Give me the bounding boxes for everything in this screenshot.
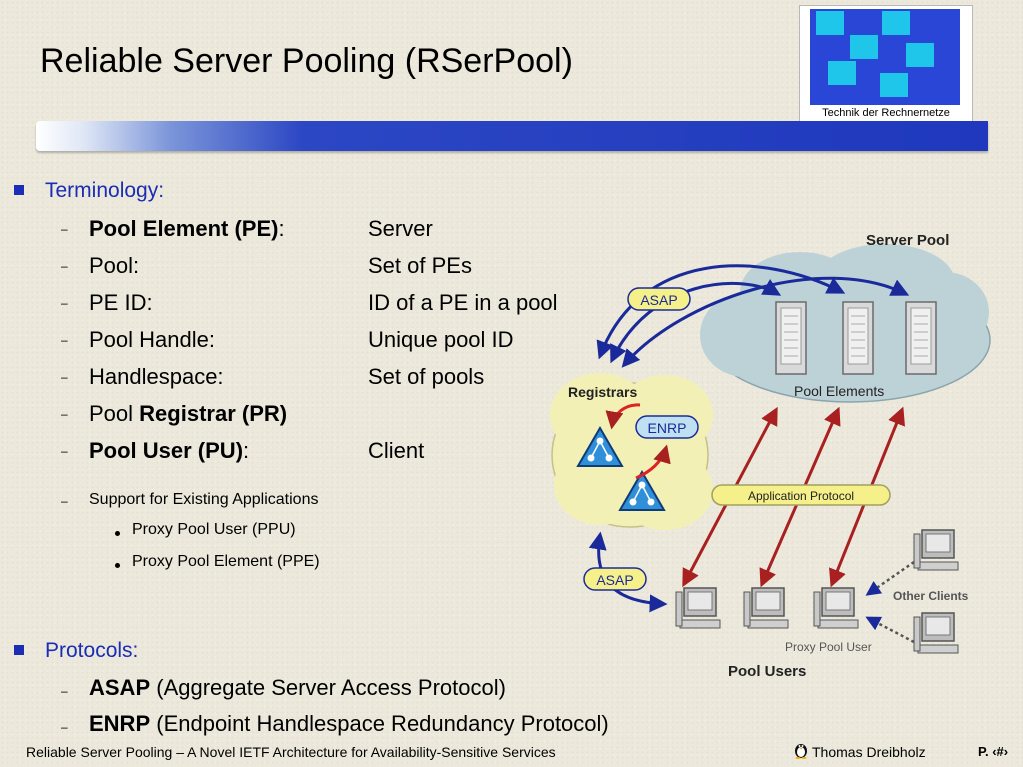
computer-icon: [743, 587, 789, 629]
server-icon: [905, 301, 937, 375]
dash-icon: –: [61, 222, 68, 236]
footer-author: Thomas Dreibholz: [812, 744, 926, 760]
logo-tile: [882, 11, 910, 35]
terminology-heading: Terminology:: [45, 179, 165, 202]
dash-icon: –: [61, 259, 68, 273]
term-label: Pool Registrar (PR): [89, 401, 288, 426]
asap-bottom-badge: ASAP: [583, 567, 647, 591]
computer-icon: [913, 612, 959, 654]
term-definition: Server: [368, 216, 433, 241]
term-definition: Set of PEs: [368, 253, 472, 278]
logo-tiles: [810, 9, 960, 105]
term-label: PE ID:: [89, 290, 153, 315]
term-definition: ID of a PE in a pool: [368, 290, 558, 315]
term-label: Pool Element (PE):: [89, 216, 285, 241]
computer-icon: [913, 529, 959, 571]
enrp-label: ENRP: [648, 420, 687, 436]
server-icon: [775, 301, 807, 375]
registrars-label: Registrars: [568, 384, 637, 400]
term-label: Handlespace:: [89, 364, 224, 389]
logo-tile: [906, 43, 934, 67]
title-bar: [36, 121, 988, 151]
server-icon: [842, 301, 874, 375]
footer-title: Reliable Server Pooling – A Novel IETF A…: [26, 744, 556, 760]
support-item: Proxy Pool User (PPU): [132, 521, 296, 538]
computer-icon: [813, 587, 859, 629]
computer-icon: [675, 587, 721, 629]
pool-users-label: Pool Users: [728, 663, 806, 680]
asap-top-label: ASAP: [640, 292, 677, 308]
dash-icon: –: [61, 720, 68, 734]
logo-tile: [880, 73, 908, 97]
term-label: Pool:: [89, 253, 140, 278]
asap-top-badge: ASAP: [627, 287, 691, 311]
protocol-item: ASAP (Aggregate Server Access Protocol): [89, 675, 506, 700]
page-number: P. ‹#›: [978, 744, 1009, 759]
application-protocol-badge: Application Protocol: [711, 484, 891, 506]
term-definition: Client: [368, 438, 425, 463]
dash-icon: –: [61, 370, 68, 384]
term-label: Pool Handle:: [89, 327, 215, 352]
enrp-arrow: [635, 444, 671, 480]
server-pool-label: Server Pool: [866, 232, 949, 249]
term-definition: Unique pool ID: [368, 327, 514, 352]
asap-arrow: [621, 276, 910, 368]
other-client-arrow: [865, 616, 915, 644]
support-item: Proxy Pool Element (PPE): [132, 553, 320, 570]
dash-icon: –: [61, 407, 68, 421]
term-definition: Set of pools: [368, 364, 485, 389]
logo-tile: [850, 35, 878, 59]
proxy-pool-user-label: Proxy Pool User: [785, 640, 872, 654]
support-label: Support for Existing Applications: [89, 491, 319, 508]
dash-icon: –: [61, 684, 68, 698]
logo-tile: [828, 61, 856, 85]
pool-elements-label: Pool Elements: [794, 383, 884, 399]
rserpool-diagram: Server Pool Pool Elements Registrars ASA…: [550, 232, 991, 680]
enrp-badge: ENRP: [635, 415, 699, 439]
term-label: Pool User (PU):: [89, 438, 250, 463]
logo-text: Technik der Rechnernetze: [822, 107, 950, 119]
application-protocol-label: Application Protocol: [748, 489, 854, 503]
slide-title: Reliable Server Pooling (RSerPool): [40, 42, 573, 80]
dash-icon: –: [61, 333, 68, 347]
enrp-arrow: [605, 403, 641, 430]
dash-icon: –: [61, 296, 68, 310]
dash-icon: –: [61, 494, 68, 508]
protocols-heading: Protocols:: [45, 639, 139, 662]
bullet-dot-icon: [115, 563, 120, 568]
penguin-icon: [793, 741, 809, 759]
bullet-dot-icon: [115, 531, 120, 536]
protocol-item: ENRP (Endpoint Handlespace Redundancy Pr…: [89, 711, 609, 736]
asap-bottom-label: ASAP: [596, 572, 633, 588]
bullet-square-icon: [14, 185, 24, 195]
institute-logo: Technik der Rechnernetze: [799, 5, 973, 122]
logo-tile: [816, 11, 844, 35]
other-clients-label: Other Clients: [893, 589, 969, 603]
bullet-square-icon: [14, 645, 24, 655]
dash-icon: –: [61, 444, 68, 458]
